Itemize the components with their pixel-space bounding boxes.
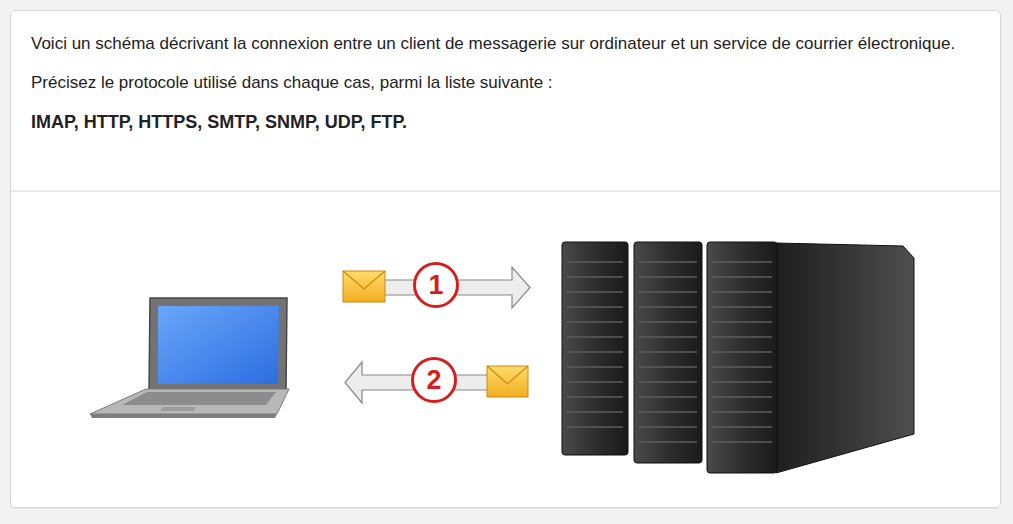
laptop-edge [90, 414, 277, 418]
server-front [562, 242, 628, 455]
server-side [776, 243, 914, 473]
server-slat [639, 261, 697, 262]
server-slat [712, 366, 772, 367]
server-slat [712, 351, 772, 352]
envelope-icon [343, 271, 385, 302]
server-slat [639, 441, 697, 442]
server-slat [567, 426, 623, 427]
server-slat [712, 336, 772, 337]
envelope-icon [487, 366, 528, 397]
server-slat [712, 291, 772, 292]
server-slat [712, 426, 772, 427]
question-card: Voici un schéma décrivant la connexion e… [10, 10, 1001, 508]
callout-number: 1 [428, 272, 443, 299]
server-slat [567, 261, 623, 262]
server-slat [567, 381, 623, 382]
separator-line [11, 191, 1000, 192]
laptop-bezel [149, 298, 287, 391]
envelope-flap [343, 271, 385, 289]
server-slat [639, 306, 697, 307]
laptop-keyboard [122, 392, 276, 405]
server-front [707, 242, 777, 473]
server-slat [639, 366, 697, 367]
card-shadow [10, 11, 1001, 509]
server-slat [639, 276, 697, 277]
laptop-base [90, 389, 289, 414]
server-slat [567, 336, 623, 337]
server-slat [567, 396, 623, 397]
server-slat [712, 276, 772, 277]
server-slat [567, 291, 623, 292]
server-slat [712, 381, 772, 382]
server-slat [712, 321, 772, 322]
server-slat [639, 336, 697, 337]
server-slat [639, 426, 697, 427]
callout-number: 2 [426, 367, 441, 394]
server-slat [712, 441, 772, 442]
server-slats [567, 262, 772, 442]
server-slat [712, 411, 772, 412]
server-slat [567, 366, 623, 367]
server-slat [712, 396, 772, 397]
card-ground [10, 10, 1001, 508]
server-slat [639, 381, 697, 382]
question-text: Voici un schéma décrivant la connexion e… [11, 11, 1000, 136]
server-slat [567, 321, 623, 322]
server-icon [562, 242, 914, 473]
protocol-list: IMAP, HTTP, HTTPS, SMTP, SNMP, UDP, FTP. [31, 108, 980, 136]
laptop-icon [90, 298, 289, 418]
server-slat [639, 291, 697, 292]
laptop-screen [158, 306, 279, 384]
callout-circle: 1 [413, 262, 459, 308]
server-slat [567, 306, 623, 307]
server-front [634, 242, 702, 463]
server-slat [639, 396, 697, 397]
server-slat [639, 351, 697, 352]
laptop-touchpad [160, 407, 196, 411]
question-paragraph: Précisez le protocole utilisé dans chaqu… [31, 69, 980, 97]
server-slat [567, 411, 623, 412]
question-paragraph: Voici un schéma décrivant la connexion e… [31, 30, 980, 58]
server-slat [639, 321, 697, 322]
server-slat [567, 351, 623, 352]
server-slat [712, 306, 772, 307]
server-slat [567, 276, 623, 277]
server-slat [639, 411, 697, 412]
callout-circle: 2 [411, 357, 457, 403]
envelope-flap [487, 366, 528, 384]
server-slat [712, 261, 772, 262]
